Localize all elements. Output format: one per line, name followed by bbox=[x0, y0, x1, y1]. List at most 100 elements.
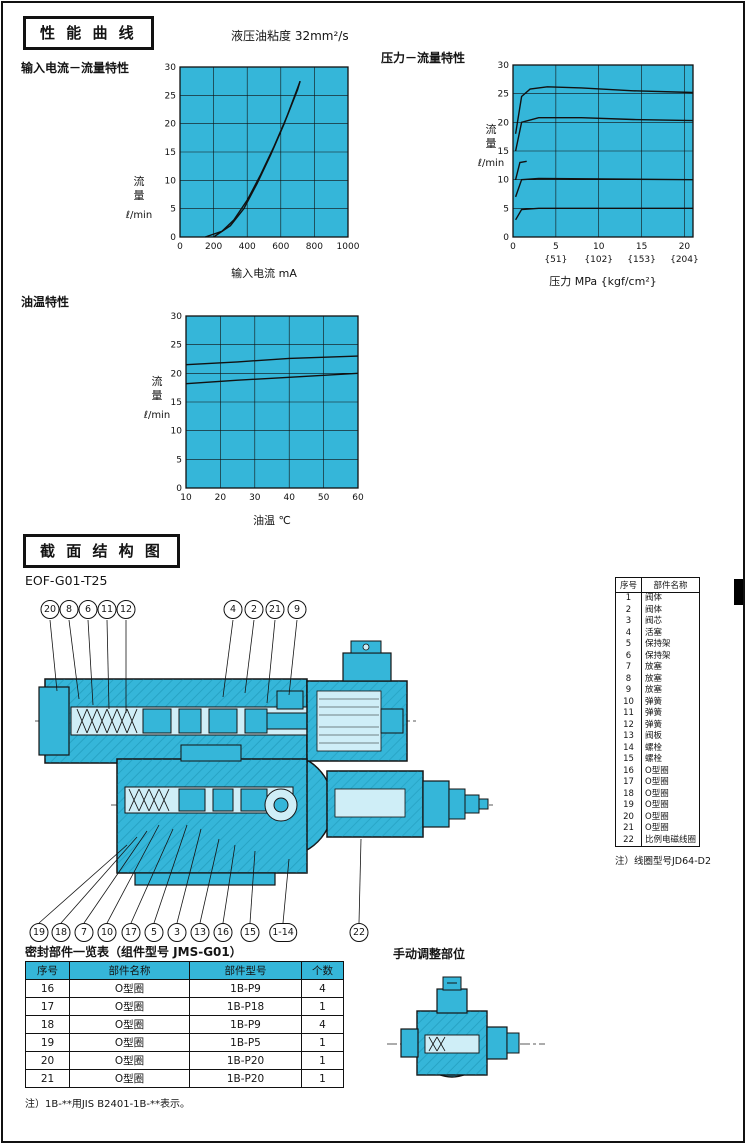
table-cell: 弹簧 bbox=[645, 708, 663, 718]
table-cell: 8 bbox=[615, 673, 642, 685]
y-axis-label: 流量 ℓ/min bbox=[121, 123, 157, 273]
svg-text:15: 15 bbox=[498, 147, 509, 157]
y-axis-label: 流量 ℓ/min bbox=[139, 323, 175, 473]
table-cell: 13 bbox=[615, 731, 642, 743]
callout-3: 3 bbox=[167, 923, 187, 942]
table-cell: 1 bbox=[615, 592, 642, 605]
x-axis-label: 压力 MPa {kgf/cm²} bbox=[549, 275, 657, 288]
svg-text:10: 10 bbox=[498, 176, 510, 186]
table-cell: 14 bbox=[615, 742, 642, 754]
section-title-performance: 性 能 曲 线 bbox=[23, 16, 154, 50]
callout-21: 21 bbox=[265, 600, 285, 619]
table-cell: O型圈 bbox=[69, 1051, 190, 1070]
y-axis-unit: ℓ/min bbox=[143, 410, 171, 422]
manual-adjust-diagram bbox=[381, 961, 551, 1111]
table-cell: 1B-P20 bbox=[189, 1069, 302, 1088]
svg-text:10: 10 bbox=[180, 493, 192, 503]
svg-text:0: 0 bbox=[170, 233, 176, 243]
column-header: 个数 bbox=[301, 961, 344, 980]
svg-text:30: 30 bbox=[171, 312, 183, 322]
svg-text:10: 10 bbox=[593, 242, 605, 252]
x-axis-label: 油温 ℃ bbox=[253, 514, 291, 527]
svg-text:20: 20 bbox=[165, 120, 177, 130]
table-cell: 弹簧 bbox=[645, 719, 663, 730]
table-cell: 18 bbox=[25, 1015, 70, 1034]
table-cell: 15 bbox=[615, 754, 642, 766]
svg-text:800: 800 bbox=[306, 242, 323, 252]
svg-text:5: 5 bbox=[503, 204, 509, 214]
svg-text:{153}: {153} bbox=[627, 255, 656, 265]
table-cell: 1B-P9 bbox=[189, 1015, 302, 1034]
table-cell: 放塞 bbox=[645, 662, 663, 672]
table-cell: 10 bbox=[615, 696, 642, 708]
model-code: EOF-G01-T25 bbox=[25, 573, 108, 588]
table-cell: O型圈 bbox=[645, 811, 669, 822]
callout-6: 6 bbox=[78, 600, 98, 619]
callout-15: 15 bbox=[240, 923, 260, 942]
callout-13: 13 bbox=[190, 923, 210, 942]
table-cell: 1 bbox=[301, 997, 344, 1016]
table-cell: 阀板 bbox=[645, 731, 663, 741]
table-cell: O型圈 bbox=[69, 1015, 190, 1034]
table-cell: 保持架 bbox=[645, 650, 671, 661]
table-cell: 21 bbox=[25, 1069, 70, 1088]
table-cell: 3 bbox=[615, 616, 642, 628]
y-axis-label-text: 流量 bbox=[133, 174, 145, 202]
table-cell: 22 bbox=[615, 834, 642, 847]
svg-text:30: 30 bbox=[249, 493, 261, 503]
svg-text:25: 25 bbox=[171, 341, 182, 351]
table-cell: O型圈 bbox=[645, 765, 669, 776]
table-cell: 19 bbox=[615, 800, 642, 812]
svg-text:600: 600 bbox=[272, 242, 289, 252]
coil-model-note: 注）线圈型号JD64-D2 bbox=[615, 856, 711, 867]
table-cell: 弹簧 bbox=[645, 696, 663, 707]
table-cell: 20 bbox=[615, 811, 642, 823]
svg-text:30: 30 bbox=[165, 63, 177, 73]
table-cell: 19 bbox=[25, 1033, 70, 1052]
svg-text:5: 5 bbox=[553, 242, 559, 252]
column-header: 序号 bbox=[25, 961, 70, 980]
table-cell: 12 bbox=[615, 719, 642, 731]
y-axis-unit: ℓ/min bbox=[477, 158, 505, 170]
callout-9: 9 bbox=[287, 600, 307, 619]
chart-title: 压力－流量特性 bbox=[381, 51, 466, 65]
svg-text:200: 200 bbox=[205, 242, 222, 252]
table-cell: 1 bbox=[301, 1033, 344, 1052]
table-cell: 比例电磁线圈 bbox=[645, 834, 697, 845]
callout-22: 22 bbox=[349, 923, 369, 942]
table-cell: 1 bbox=[301, 1051, 344, 1070]
callout-7: 7 bbox=[74, 923, 94, 942]
svg-text:0: 0 bbox=[177, 242, 183, 252]
callout-8: 8 bbox=[59, 600, 79, 619]
column-header: 部件名称 bbox=[641, 577, 700, 593]
y-axis-label-text: 流量 bbox=[151, 374, 163, 402]
table-cell: 放塞 bbox=[645, 685, 663, 695]
seal-table-title: 密封部件一览表（组件型号 JMS-G01） bbox=[25, 945, 242, 959]
y-axis-label: 流量 ℓ/min bbox=[473, 71, 509, 221]
callout-20: 20 bbox=[40, 600, 60, 619]
table-cell: 放塞 bbox=[645, 673, 663, 684]
table-cell: 17 bbox=[615, 777, 642, 789]
callout-18: 18 bbox=[51, 923, 71, 942]
column-header: 部件名称 bbox=[69, 961, 190, 980]
callout-11: 11 bbox=[97, 600, 117, 619]
table-cell: 1B-P5 bbox=[189, 1033, 302, 1052]
svg-text:10: 10 bbox=[165, 176, 177, 186]
column-header: 部件型号 bbox=[189, 961, 302, 980]
chart-title: 油温特性 bbox=[21, 295, 70, 309]
